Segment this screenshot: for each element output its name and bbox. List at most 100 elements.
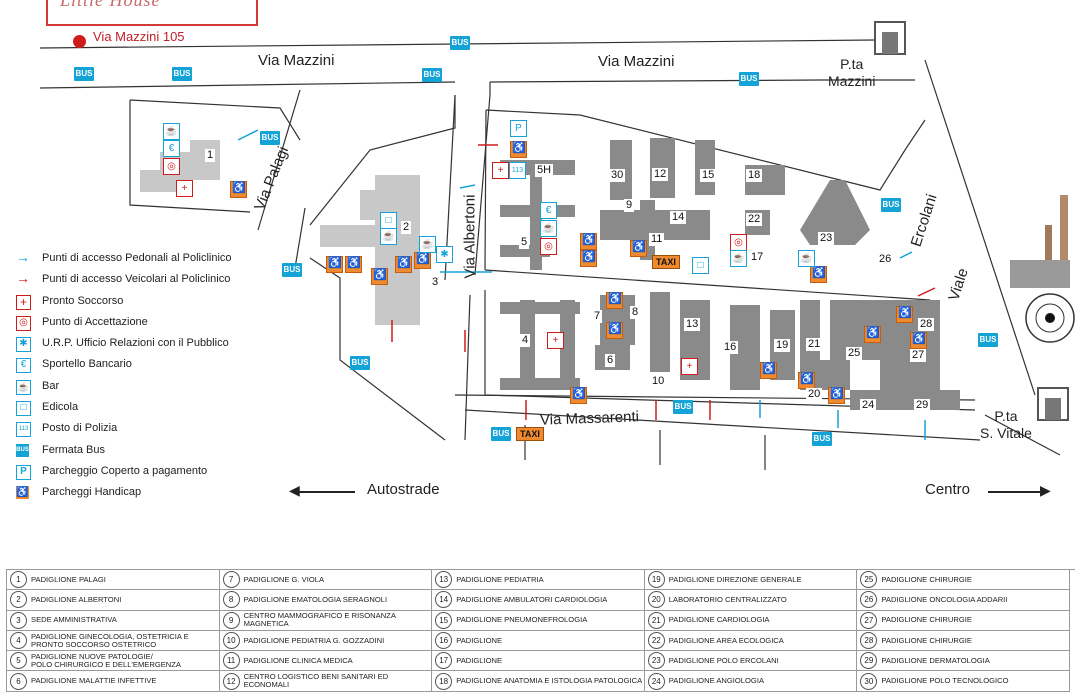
covered-parking-icon: P: [16, 464, 31, 480]
pavilion-name: CENTRO LOGISTICO BENI SANITARI ED ECONOM…: [243, 673, 389, 690]
pavilion-label[interactable]: 18: [746, 169, 763, 182]
pavilion-name: PADIGLIONE DIREZIONE GENERALE: [668, 575, 802, 584]
reception-spiral-icon: ◎: [540, 238, 557, 255]
pavilion-label[interactable]: 9: [624, 199, 635, 212]
bus-stop-icon[interactable]: BUS: [450, 36, 470, 50]
arrow-right-line: [988, 491, 1043, 493]
pavilion-number: 10: [222, 632, 240, 650]
bus-stop-icon[interactable]: BUS: [350, 356, 370, 370]
pavilion-label[interactable]: 28: [918, 318, 935, 331]
pavilion-label[interactable]: 19: [774, 339, 791, 352]
street-map-drawing: [39, 21, 1075, 470]
pavilion-label[interactable]: 21: [806, 338, 823, 351]
pavilion-label[interactable]: 7: [592, 310, 603, 323]
legend-item: →Punti di accesso Pedonali al Policlinic…: [16, 249, 232, 265]
bus-stop-icon[interactable]: BUS: [74, 67, 94, 81]
bus-stop-icon[interactable]: BUS: [491, 427, 511, 441]
pavilion-label[interactable]: 14: [670, 211, 687, 224]
pavilion-label[interactable]: 8: [630, 306, 641, 319]
pavilion-label[interactable]: 30: [609, 169, 626, 182]
pavilion-label[interactable]: 20: [806, 388, 823, 401]
taxi-stand-icon[interactable]: TAXI: [516, 427, 544, 441]
pavilion-label[interactable]: 13: [684, 318, 701, 331]
pavilion-label[interactable]: 5H: [535, 164, 554, 177]
pavilion-number: 28: [860, 632, 878, 650]
pavilion-name: PADIGLIONE NUOVE PATOLOGIE/ POLO CHIRURG…: [31, 652, 181, 669]
bus-stop-icon[interactable]: BUS: [172, 67, 192, 81]
pavilion-number: 25: [860, 571, 878, 589]
pavilion-label[interactable]: 22: [746, 213, 763, 226]
pavilion-name: PADIGLIONE EMATOLOGIA SERAGNOLI: [243, 595, 388, 604]
legend-item: □Edicola: [14, 397, 274, 418]
bus-stop-icon[interactable]: BUS: [978, 333, 998, 347]
gate-icons: [874, 21, 1069, 421]
newsstand-icon: □: [380, 212, 397, 229]
pavilion-number: 16: [435, 632, 453, 650]
bus-stop-icon[interactable]: BUS: [422, 68, 442, 82]
pavilion-number: 20: [647, 591, 665, 609]
bus-stop-icon[interactable]: BUS: [812, 432, 832, 446]
urp-star-icon: ✱: [436, 246, 453, 263]
pavilion-number: 13: [435, 571, 453, 589]
handicap-parking-icon: [606, 322, 623, 339]
pavilion-name: PADIGLIONE: [456, 656, 503, 665]
pavilion-label[interactable]: 26: [877, 253, 894, 266]
handicap-parking-icon: [828, 387, 845, 404]
pavilion-number: 6: [10, 672, 27, 690]
building-footprints: [140, 138, 960, 410]
newsstand-icon: □: [692, 257, 709, 274]
location-address: Via Mazzini 105: [93, 29, 185, 44]
bar-cup-icon: ☕: [16, 379, 31, 395]
pavilion-name: PADIGLIONE CHIRURGIE: [881, 616, 972, 625]
bus-stop-icon[interactable]: BUS: [739, 72, 759, 86]
pavilion-label[interactable]: 27: [910, 349, 927, 362]
pavilion-name: PADIGLIONE PNEUMONEFROLOGIA: [456, 616, 588, 625]
police-113-icon: 113: [16, 422, 31, 438]
bus-stop-icon[interactable]: BUS: [282, 263, 302, 277]
pavilion-label[interactable]: 3: [430, 276, 441, 289]
pavilion-name: PADIGLIONE CHIRURGIE: [881, 636, 972, 645]
pavilion-name: PADIGLIONE ALBERTONI: [31, 595, 122, 604]
arrow-right-icon: ▶: [1040, 482, 1051, 498]
pavilion-number: 9: [222, 611, 240, 629]
pavilion-label[interactable]: 4: [520, 334, 531, 347]
bus-stop-icon[interactable]: BUS: [260, 131, 280, 145]
pavilion-number: 5: [10, 652, 27, 670]
reception-spiral-icon: ◎: [16, 315, 31, 331]
road-outlines: [39, 39, 1061, 470]
pavilion-label[interactable]: 10: [650, 375, 667, 388]
pavilion-label[interactable]: 5: [519, 236, 530, 249]
bus-stop-icon[interactable]: BUS: [881, 198, 901, 212]
pavilion-label[interactable]: 29: [914, 399, 931, 412]
pavilion-label[interactable]: 1: [205, 149, 216, 162]
pavilion-label[interactable]: 25: [846, 347, 863, 360]
pavilion-label[interactable]: 24: [860, 399, 877, 412]
pavilion-label[interactable]: 16: [722, 341, 739, 354]
taxi-stand-icon[interactable]: TAXI: [652, 255, 680, 269]
pavilion-label[interactable]: 6: [605, 354, 616, 367]
pavilion-name: PADIGLIONE MALATTIE INFETTIVE: [31, 677, 157, 686]
pavilion-label[interactable]: 12: [652, 168, 669, 181]
pavilion-label[interactable]: 15: [700, 169, 717, 182]
pavilion-name: SEDE AMMINISTRATIVA: [31, 616, 117, 625]
pavilion-number: 27: [860, 611, 878, 629]
pavilion-label[interactable]: 2: [401, 221, 412, 234]
emergency-cross-icon: +: [547, 332, 564, 349]
bus-stop-icon[interactable]: BUS: [673, 400, 693, 414]
table-cell: 6 PADIGLIONE MALATTIE INFETTIVE: [7, 671, 220, 692]
pavilion-label[interactable]: 23: [818, 232, 835, 245]
pavilion-label[interactable]: 17: [749, 251, 766, 264]
legend-item: €Sportello Bancario: [14, 354, 274, 375]
pavilion-label[interactable]: 11: [649, 233, 665, 246]
